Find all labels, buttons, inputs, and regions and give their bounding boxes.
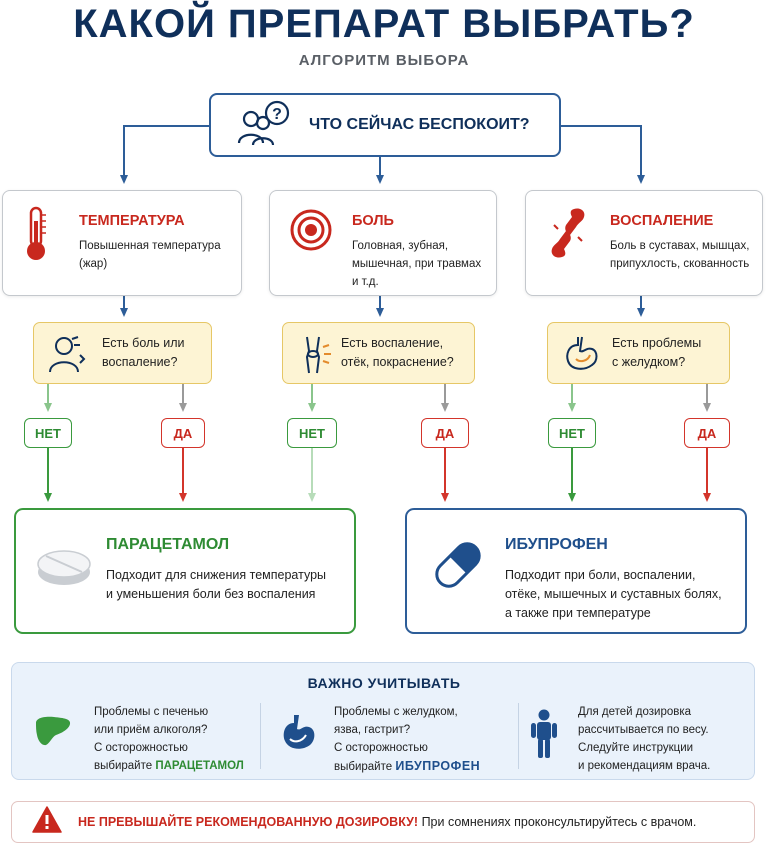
question-box: ? ЧТО СЕЙЧАС БЕСПОКОИТ? [209, 93, 561, 157]
category-desc-line: (жар) [79, 258, 108, 270]
important-item-line: выбирайте ПАРАЦЕТАМОЛ [94, 760, 244, 772]
result-desc-line: Подходит при боли, воспалении, [505, 568, 696, 582]
category-pain: БОЛЬ Головная, зубная, мышечная, при тра… [269, 190, 497, 296]
category-desc-line: припухлость, скованность [610, 258, 750, 270]
category-title: ТЕМПЕРАТУРА [79, 213, 185, 229]
category-title: БОЛЬ [352, 213, 394, 229]
warning-text: НЕ ПРЕВЫШАЙТЕ РЕКОМЕНДОВАННУЮ ДОЗИРОВКУ!… [78, 815, 696, 829]
knee-icon [297, 335, 333, 380]
important-item-line: выбирайте ИБУПРОФЕН [334, 759, 481, 773]
category-desc-line: мышечная, при травмах [352, 258, 482, 270]
answer-no-pill: НЕТ [548, 418, 596, 448]
important-item-line: Для детей дозировка [578, 706, 692, 718]
page-title: КАКОЙ ПРЕПАРАТ ВЫБРАТЬ? [73, 2, 695, 46]
result-title: ПАРАЦЕТАМОЛ [106, 536, 230, 553]
category-temperature: ТЕМПЕРАТУРА Повышенная температура (жар) [2, 190, 242, 296]
paracetamol-highlight: ПАРАЦЕТАМОЛ [155, 760, 244, 772]
important-item-line: язва, гастрит? [334, 724, 411, 736]
condition-pain-or-inflammation: Есть боль или воспаление? [33, 322, 212, 384]
important-section: ВАЖНО УЧИТЫВАТЬ Проблемы с печенью или п… [11, 662, 755, 780]
condition-text: Есть проблемы [612, 336, 702, 350]
important-item-line: и рекомендациям врача. [578, 760, 711, 772]
warning-red-text: НЕ ПРЕВЫШАЙТЕ РЕКОМЕНДОВАННУЮ ДОЗИРОВКУ! [78, 815, 419, 829]
target-icon [290, 209, 332, 256]
important-item-line: Проблемы с печенью [94, 706, 209, 718]
pill-tablet-icon [36, 542, 92, 593]
answer-yes-pill: ДА [161, 418, 205, 448]
warning-rest-text: При сомнениях проконсультируйтесь с врач… [418, 815, 697, 829]
joint-icon [544, 207, 592, 264]
condition-stomach-problems: Есть проблемы с желудком? [547, 322, 730, 384]
result-desc-line: отёке, мышечных и суставных болях, [505, 587, 722, 601]
question-text: ЧТО СЕЙЧАС БЕСПОКОИТ? [309, 116, 530, 133]
people-question-icon: ? [237, 99, 291, 152]
answer-yes-pill: ДА [421, 418, 469, 448]
condition-text: с желудком? [612, 355, 686, 369]
condition-text: воспаление? [102, 355, 178, 369]
condition-text: Есть боль или [102, 336, 185, 350]
condition-text: Есть воспаление, [341, 336, 444, 350]
result-ibuprofen: ИБУПРОФЕН Подходит при боли, воспалении,… [405, 508, 747, 634]
result-desc-line: и уменьшения боли без воспаления [106, 587, 316, 601]
result-desc-line: Подходит для снижения температуры [106, 568, 327, 582]
divider [518, 703, 519, 769]
divider [260, 703, 261, 769]
category-desc-line: и т.д. [352, 276, 379, 288]
important-title: ВАЖНО УЧИТЫВАТЬ [307, 675, 461, 691]
answer-no-pill: НЕТ [287, 418, 337, 448]
child-icon [530, 709, 558, 764]
category-desc-line: Боль в суставах, мышцах, [610, 240, 750, 252]
condition-text: отёк, покраснение? [341, 355, 454, 369]
result-desc-line: а также при температуре [505, 606, 651, 620]
answer-yes-pill: ДА [684, 418, 730, 448]
svg-text:?: ? [272, 106, 282, 123]
liver-icon [34, 715, 72, 752]
page-subtitle: АЛГОРИТМ ВЫБОРА [298, 52, 470, 69]
person-pain-icon [48, 335, 88, 378]
important-item-line: или приём алкоголя? [94, 724, 208, 736]
warning-bar: НЕ ПРЕВЫШАЙТЕ РЕКОМЕНДОВАННУЮ ДОЗИРОВКУ!… [11, 801, 755, 843]
important-item-line: С осторожностью [94, 742, 188, 754]
important-item-line: рассчитывается по весу. [578, 724, 709, 736]
condition-inflammation-swelling: Есть воспаление, отёк, покраснение? [282, 322, 475, 384]
category-desc-line: Повышенная температура [79, 240, 221, 252]
stomach-icon [562, 335, 602, 378]
category-inflammation: ВОСПАЛЕНИЕ Боль в суставах, мышцах, прип… [525, 190, 763, 296]
answer-no-pill: НЕТ [24, 418, 72, 448]
category-desc-line: Головная, зубная, [352, 240, 449, 252]
important-item-line: Следуйте инструкции [578, 742, 694, 754]
important-item-line: Проблемы с желудком, [334, 706, 458, 718]
result-paracetamol: ПАРАЦЕТАМОЛ Подходит для снижения темпер… [14, 508, 356, 634]
result-title: ИБУПРОФЕН [505, 536, 608, 553]
capsule-icon [427, 534, 489, 601]
ibuprofen-highlight: ИБУПРОФЕН [395, 759, 481, 773]
warning-triangle-icon [32, 806, 62, 838]
category-title: ВОСПАЛЕНИЕ [610, 213, 714, 229]
important-item-line: С осторожностью [334, 742, 428, 754]
stomach-icon [280, 713, 318, 758]
thermometer-icon [21, 205, 51, 268]
